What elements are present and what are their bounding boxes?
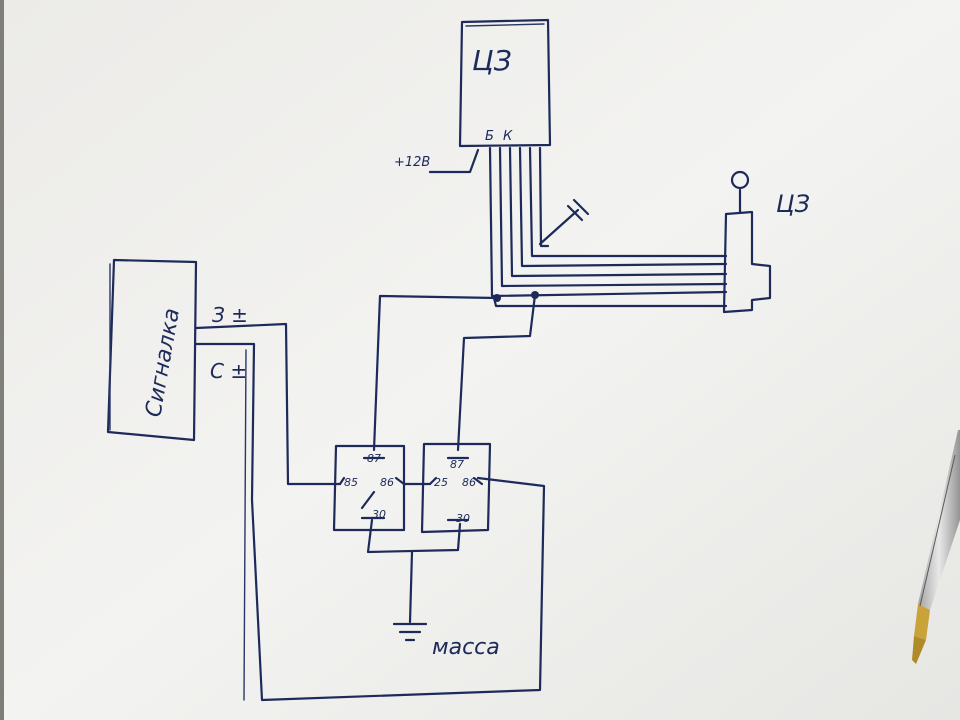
relay-1: [332, 444, 432, 532]
pen-image: [912, 430, 960, 664]
relay2-pin85: 25: [434, 476, 448, 489]
label-k-pin: К: [503, 129, 513, 144]
relay2-pin30: 30: [456, 512, 470, 525]
label-c-pm: С ±: [210, 359, 247, 383]
label-ground: масса: [432, 635, 500, 660]
central-lock-unit-top: [458, 18, 552, 148]
wire-bundle: [488, 146, 728, 308]
relay1-pin86: 86: [380, 476, 394, 489]
relay2-pin86: 86: [462, 476, 476, 489]
label-b-pin: Б: [485, 129, 494, 144]
wire-ground: [408, 550, 414, 624]
relay2-pin87: 87: [450, 458, 464, 471]
relay-2: [420, 442, 492, 534]
label-plus12: +12В: [394, 155, 430, 170]
label-z-pm: З ±: [212, 303, 248, 327]
wire-c-relay2: [194, 342, 546, 702]
label-cz-right: ЦЗ: [776, 190, 810, 218]
relay1-pin87: 87: [367, 452, 381, 465]
relay1-pin85: 85: [344, 476, 358, 489]
wire-plus12: [428, 148, 480, 174]
wire-relay2-87: [456, 293, 537, 452]
wire-c-shadow: [243, 349, 247, 701]
wire-30-common: [366, 518, 462, 554]
wire-z-relay1: [194, 322, 342, 486]
central-lock-actuator-right: [722, 170, 772, 314]
ground-symbol: [392, 622, 428, 642]
wire-relay1-87: [372, 294, 499, 452]
paper-sheet: [4, 0, 960, 720]
diode-symbol: [538, 198, 590, 246]
label-cz-top: ЦЗ: [472, 44, 512, 77]
alarm-unit: [106, 258, 198, 442]
relay1-pin30: 30: [372, 508, 386, 521]
